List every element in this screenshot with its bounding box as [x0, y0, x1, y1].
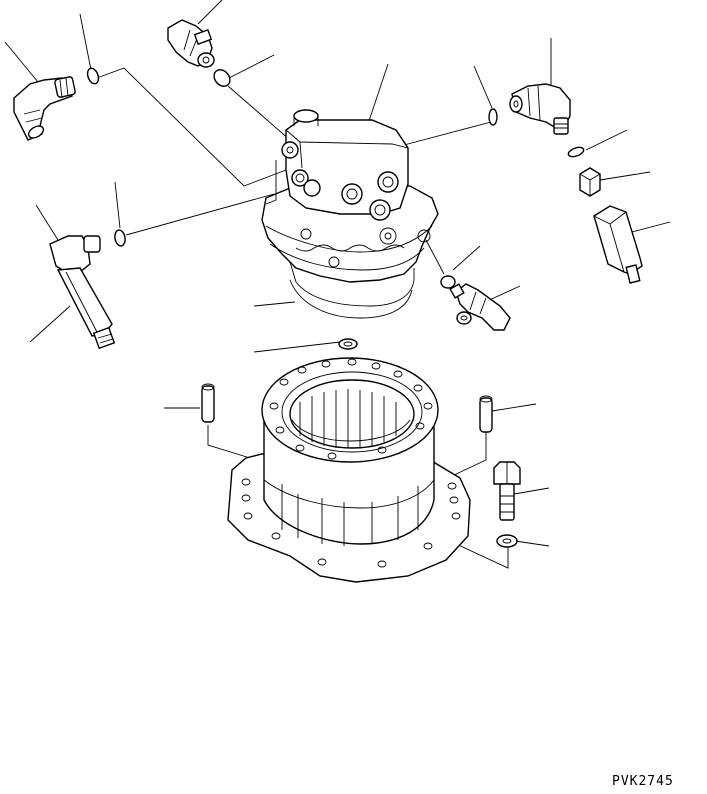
- top-bolt-holes: [269, 358, 433, 460]
- relief-valve-right: [593, 205, 643, 284]
- union-fitting-top: [167, 19, 215, 68]
- figure-reference-code: PVK2745: [612, 774, 674, 789]
- plug: [579, 167, 601, 197]
- motor-housing: [261, 109, 439, 307]
- relief-valve-left: [49, 235, 116, 350]
- o-rings: [86, 67, 585, 289]
- seal-ring: [289, 279, 413, 350]
- internal-spline: [291, 389, 411, 448]
- washer: [496, 534, 518, 548]
- hex-bolt: [493, 461, 521, 521]
- reduction-gear-case: [227, 357, 471, 583]
- elbow-fitting-right: [509, 83, 571, 135]
- dowel-pin-right: [479, 395, 493, 433]
- dowel-pin-left: [201, 383, 215, 423]
- flange-bolt-holes: [241, 478, 461, 568]
- elbow-fitting-top-left: [13, 76, 76, 141]
- elbow-fitting-lower: [449, 283, 511, 331]
